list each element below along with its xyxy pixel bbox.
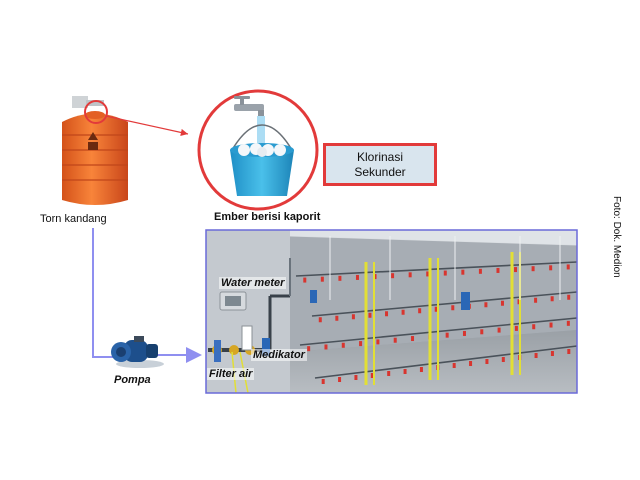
drinker-nipple: [566, 320, 570, 326]
drinker-nipple: [567, 294, 571, 300]
drinker-nipple: [338, 275, 342, 281]
drinker-nipple: [514, 325, 518, 331]
pump-icon: [111, 336, 164, 368]
drinker-nipple: [370, 373, 374, 378]
drinker-nipple: [485, 359, 489, 364]
drinker-nipple: [469, 361, 473, 366]
drinker-nipple: [354, 375, 358, 380]
poultry-house-photo: [206, 230, 577, 393]
tank-outlet-highlight: [84, 100, 108, 124]
drinker-nipple: [500, 300, 504, 306]
drinker-nipple: [451, 305, 455, 311]
drinker-nipple: [550, 296, 554, 302]
drinker-line: [311, 291, 577, 317]
drinker-nipple: [434, 306, 438, 312]
drinker-nipple: [318, 317, 322, 323]
drinker-nipple: [401, 309, 405, 315]
drinker-nipple: [532, 324, 536, 330]
drinker-nipple: [403, 369, 407, 374]
flow-arrow-icon: [105, 115, 189, 136]
drinker-line: [295, 261, 577, 277]
drinker-nipple: [408, 272, 412, 278]
bucket-icon: [230, 124, 294, 196]
bucket-illustration: [197, 89, 319, 211]
water-tank-icon: [62, 96, 128, 205]
drinker-nipple: [480, 329, 484, 335]
drinker-nipple: [550, 351, 554, 356]
photo-frame: [205, 229, 578, 394]
drinker-nipple: [462, 330, 466, 336]
faucet-icon: [234, 96, 264, 116]
drinker-nipple: [341, 342, 345, 348]
drinker-nipple: [514, 267, 518, 273]
secondary-chlorination-line2: Sekunder: [354, 164, 406, 179]
water-filter-label: Filter air: [207, 368, 255, 380]
drinker-nipple: [338, 377, 342, 382]
drinker-nipple: [534, 297, 538, 303]
drinker-nipple: [359, 341, 363, 347]
drinker-nipple: [461, 269, 465, 275]
secondary-chlorination-box: Klorinasi Sekunder: [323, 143, 437, 186]
drinker-nipple: [303, 277, 307, 283]
drinker-nipple: [419, 367, 423, 372]
drinker-nipple: [335, 315, 339, 321]
bucket-label: Ember berisi kaporit: [214, 211, 321, 223]
photo-credit: Foto: Dok. Medion: [611, 196, 622, 278]
water-meter-label: Water meter: [219, 277, 287, 289]
drinker-line: [314, 345, 577, 379]
drinker-nipple: [496, 267, 500, 273]
drinker-nipple: [393, 337, 397, 343]
drinker-nipple: [549, 322, 553, 328]
flow-arrow-icon: [186, 347, 202, 363]
drinker-nipple: [418, 308, 422, 314]
drinker-nipple: [478, 268, 482, 274]
drinker-nipple: [443, 270, 447, 276]
drinker-nipple: [445, 332, 449, 338]
drinker-nipple: [484, 302, 488, 308]
drinker-nipple: [549, 265, 553, 271]
drinker-nipple: [324, 344, 328, 350]
supply-pipe: [92, 228, 202, 363]
drinker-nipple: [320, 276, 324, 282]
drinker-nipple: [567, 349, 571, 354]
secondary-chlorination-line1: Klorinasi: [356, 149, 404, 164]
drinker-nipple: [376, 339, 380, 345]
drinker-nipple: [385, 311, 389, 317]
medicator-label: Medikator: [251, 349, 307, 361]
drinker-nipple: [452, 363, 456, 368]
drinker-nipple: [391, 273, 395, 279]
pump-label: Pompa: [114, 374, 151, 386]
drinker-nipple: [368, 312, 372, 318]
drinker-nipple: [531, 266, 535, 272]
drinker-nipple: [534, 353, 538, 358]
drinker-nipple: [373, 274, 377, 280]
drinker-nipple: [387, 371, 391, 376]
drinker-nipple: [497, 327, 501, 333]
drinker-nipple: [321, 379, 325, 384]
drinker-nipple: [351, 314, 355, 320]
drinker-nipple: [355, 274, 359, 280]
drinker-nipple: [426, 271, 430, 277]
drinker-nipple: [411, 336, 415, 342]
drinker-nipple: [307, 346, 311, 352]
tank-label: Torn kandang: [40, 213, 107, 225]
drinker-nipple: [566, 264, 570, 270]
drinker-nipple: [501, 357, 505, 362]
